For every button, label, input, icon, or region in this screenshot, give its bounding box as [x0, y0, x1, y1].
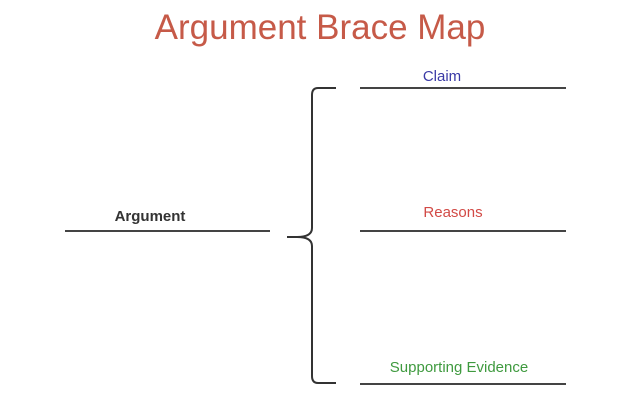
supporting-evidence-label: Supporting Evidence	[389, 359, 529, 376]
diagram-title: Argument Brace Map	[154, 8, 486, 47]
claim-label: Claim	[422, 68, 462, 85]
reasons-label: Reasons	[423, 204, 483, 221]
brace	[287, 87, 336, 384]
argument-label: Argument	[114, 208, 186, 225]
